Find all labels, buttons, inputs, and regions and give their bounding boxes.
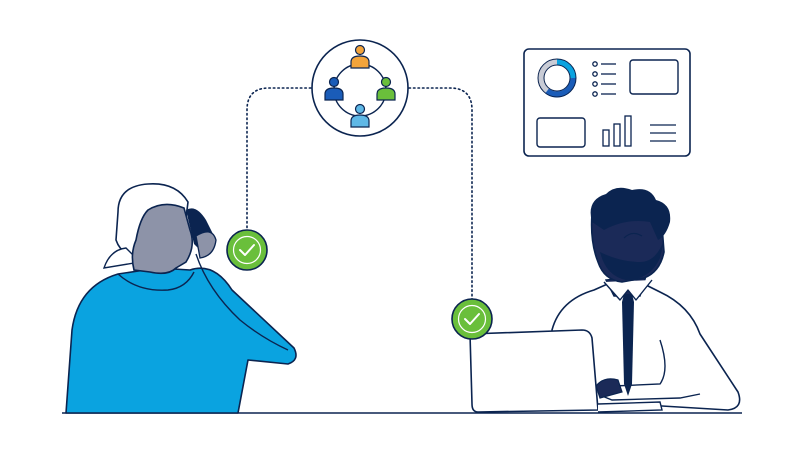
- person-on-phone: [65, 183, 297, 414]
- text-lines-icon: [650, 124, 676, 142]
- team-member-bottom-icon: [350, 103, 370, 128]
- checkmark-icon: [451, 298, 493, 340]
- placeholder-box-icon: [629, 59, 679, 95]
- bar-chart-icon: [602, 115, 632, 147]
- list-lines-icon: [592, 61, 616, 97]
- phone-icon: [186, 208, 217, 259]
- team-member-top-icon: [350, 44, 370, 69]
- donut-chart-icon: [537, 58, 577, 98]
- dashboard-icon: [523, 48, 691, 157]
- placeholder-box-icon: [536, 117, 586, 148]
- checkmark-icon: [226, 229, 268, 271]
- laptop-icon: [469, 329, 663, 413]
- team-network-icon: [311, 39, 409, 137]
- connector-lines: [246, 87, 473, 301]
- team-member-right-icon: [376, 76, 396, 101]
- team-member-left-icon: [324, 76, 344, 101]
- person-at-laptop: [551, 187, 741, 411]
